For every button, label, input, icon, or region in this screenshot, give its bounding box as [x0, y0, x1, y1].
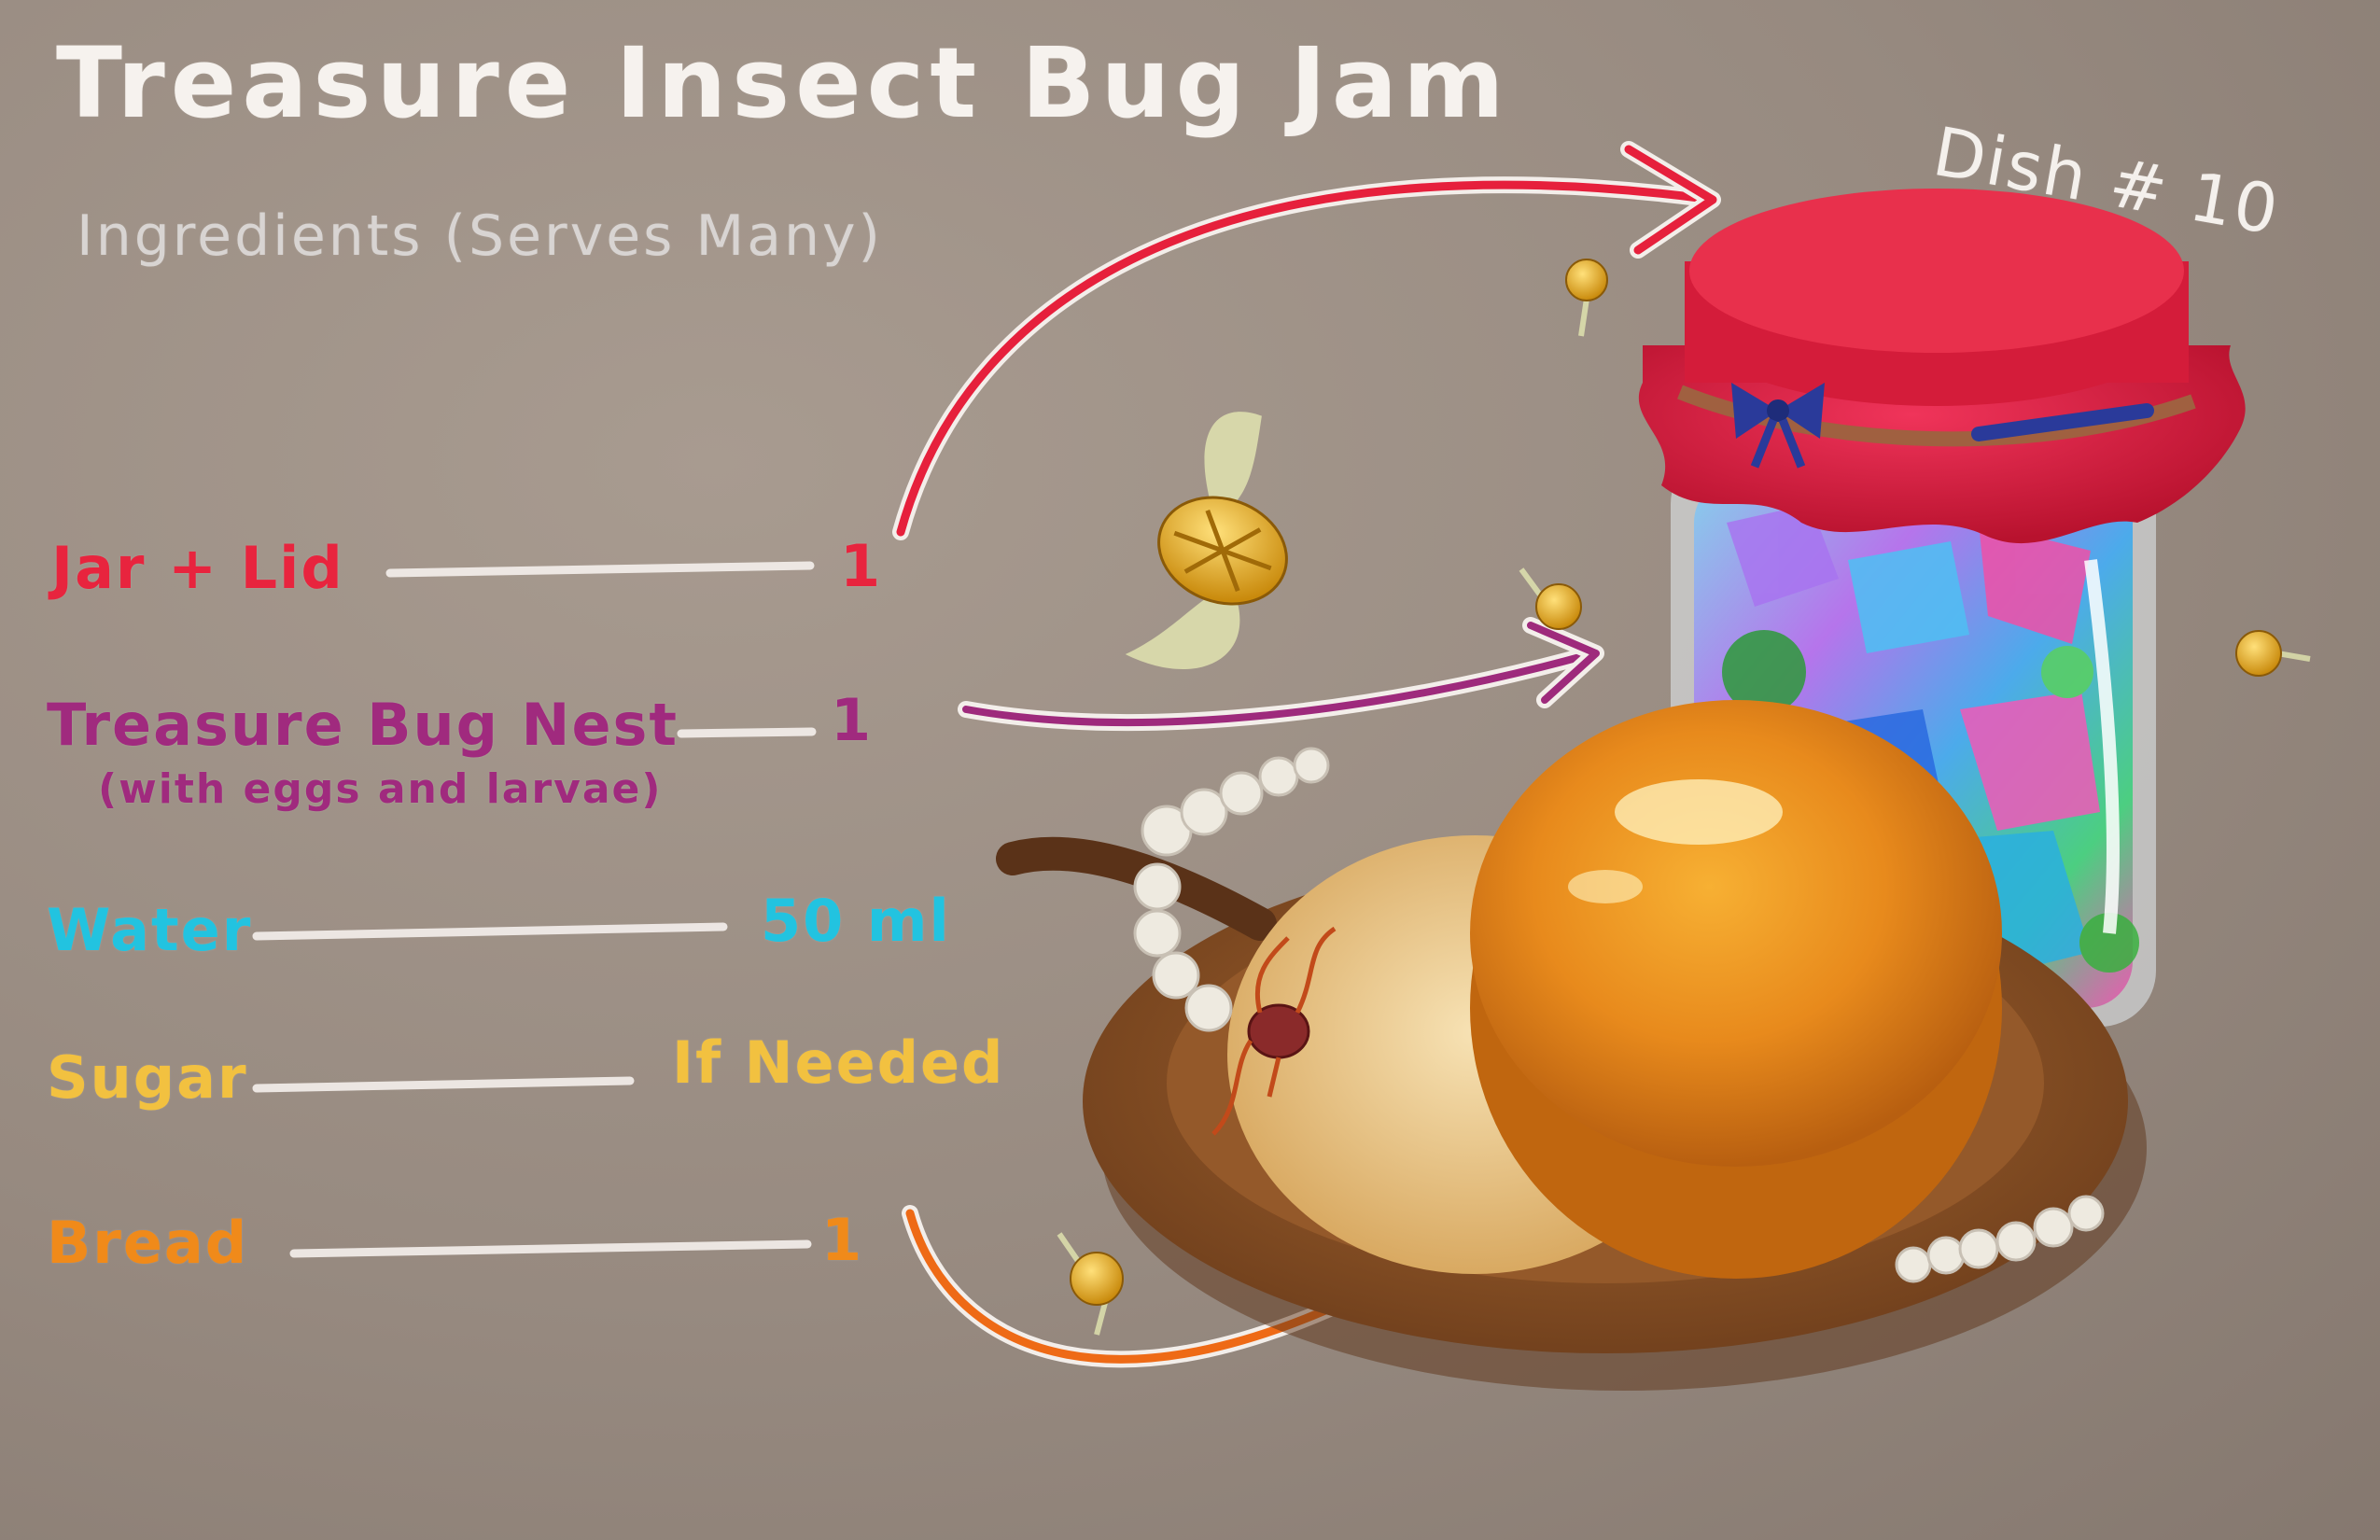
gold-bug-small-icon	[1519, 567, 1582, 630]
glazed-bun	[1470, 700, 2002, 1279]
leader-line-water	[252, 922, 728, 941]
gold-bug-large-icon	[1125, 412, 1288, 669]
leader-line-bread	[289, 1239, 812, 1258]
ingredient-qty-nest: 1	[831, 686, 874, 754]
pearl-larvae	[1133, 747, 2105, 1283]
ingredient-qty-sugar: If Needed	[672, 1029, 1005, 1097]
arrow-nest	[958, 617, 1604, 731]
gold-bug-small-icon	[1565, 259, 1608, 337]
gold-bug-small-icon	[2235, 630, 2311, 677]
ingredient-name-bread: Bread	[47, 1209, 249, 1277]
ribbon-bow-icon	[1731, 383, 1825, 469]
ingredient-name-water: Water	[47, 896, 253, 964]
spoon-handle	[996, 836, 1277, 941]
leader-line-jar	[385, 561, 815, 578]
leader-lines	[252, 561, 817, 1258]
ingredient-name-jar: Jar + Lid	[51, 534, 344, 602]
recipe-title: Treasure Insect Bug Jam	[56, 26, 1510, 140]
ingredient-qty-water: 50 ml	[761, 887, 951, 955]
ingredient-note-nest: (with eggs and larvae)	[98, 765, 663, 813]
gold-bug-small-icon	[1057, 1232, 1124, 1336]
ingredients-subtitle: Ingredients (Serves Many)	[77, 203, 883, 269]
ingredient-qty-bread: 1	[821, 1206, 864, 1274]
leader-line-nest	[677, 727, 817, 738]
ingredient-name-sugar: Sugar	[47, 1043, 248, 1112]
ingredient-qty-jar: 1	[840, 532, 883, 600]
gold-bugs	[1057, 259, 2311, 1336]
arrow-jar	[892, 141, 1721, 540]
red-beetle-icon	[1211, 926, 1337, 1136]
leader-line-sugar	[252, 1076, 635, 1093]
ingredient-name-nest: Treasure Bug Nest	[47, 691, 679, 759]
